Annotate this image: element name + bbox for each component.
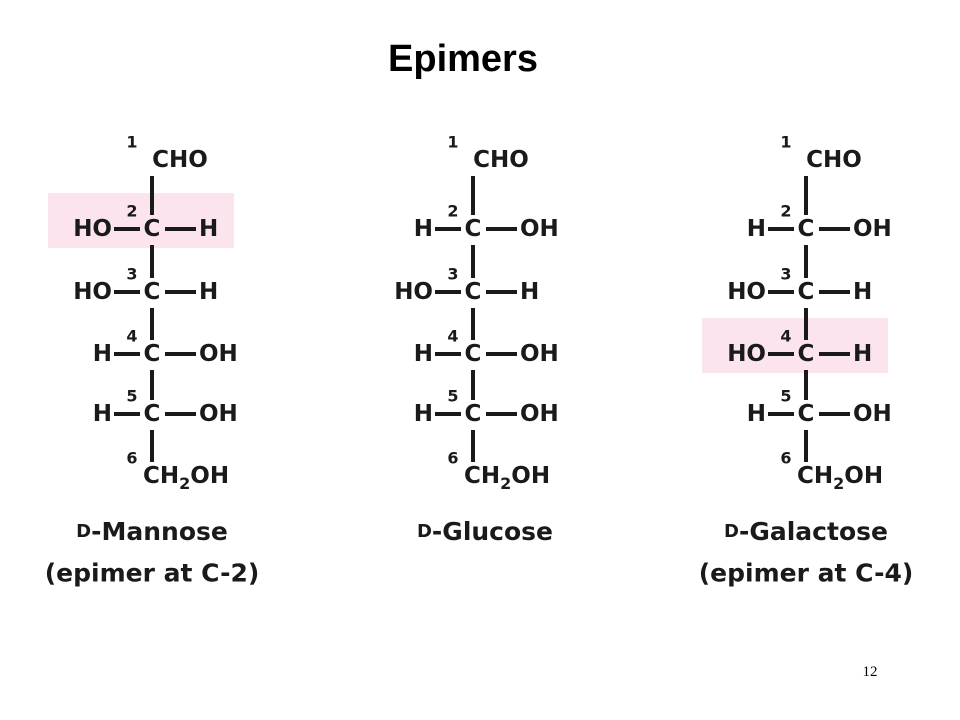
carbon-number: 5: [780, 387, 791, 406]
left-substituent: H: [93, 341, 112, 367]
carbon-number: 2: [780, 202, 791, 221]
left-substituent: H: [414, 341, 433, 367]
carbon-number: 3: [447, 265, 458, 284]
carbon-number: 3: [126, 265, 137, 284]
epimer-highlight: [48, 193, 234, 248]
carbon-number: 2: [126, 202, 137, 221]
carbon-atom: C: [144, 216, 161, 242]
carbon-atom: C: [144, 401, 161, 427]
carbon-atom: C: [798, 216, 815, 242]
right-substituent: OH: [853, 216, 892, 242]
carbon-number: 4: [447, 327, 458, 346]
carbon-atom: C: [144, 341, 161, 367]
epimer-highlight: [702, 318, 888, 373]
carbon-number: 6: [447, 449, 458, 468]
carbon-number: 4: [126, 327, 137, 346]
molecule-name: D-Mannose: [76, 517, 228, 546]
left-substituent: H: [414, 216, 433, 242]
left-substituent: H: [747, 401, 766, 427]
c1-group: CHO: [806, 147, 862, 173]
carbon-atom: C: [798, 279, 815, 305]
right-substituent: H: [853, 341, 872, 367]
molecule-name-prefix: D: [417, 521, 432, 542]
c1-group: CHO: [473, 147, 529, 173]
right-substituent: OH: [520, 341, 559, 367]
right-substituent: OH: [199, 341, 238, 367]
c6-group-tail: OH: [511, 463, 550, 489]
c6-group-main: CH: [464, 463, 500, 489]
left-substituent: H: [93, 401, 112, 427]
carbon-number: 2: [447, 202, 458, 221]
right-substituent: OH: [520, 216, 559, 242]
molecule-name-text: -Galactose: [739, 517, 888, 546]
c6-group: CH2OH: [143, 463, 229, 493]
carbon-number: 5: [447, 387, 458, 406]
carbon-atom: C: [798, 401, 815, 427]
left-substituent: H: [414, 401, 433, 427]
carbon-atom: C: [465, 401, 482, 427]
left-substituent: HO: [73, 216, 112, 242]
right-substituent: H: [853, 279, 872, 305]
molecule-name-text: -Glucose: [432, 517, 553, 546]
c6-group-subscript: 2: [500, 474, 511, 493]
slide-title: Epimers: [388, 38, 538, 80]
molecule-subtitle: (epimer at C-2): [45, 559, 260, 588]
molecule-name-text: -Mannose: [91, 517, 228, 546]
carbon-number: 6: [126, 449, 137, 468]
right-substituent: OH: [520, 401, 559, 427]
carbon-number: 1: [126, 133, 137, 152]
c1-group: CHO: [152, 147, 208, 173]
carbon-atom: C: [144, 279, 161, 305]
carbon-atom: C: [798, 341, 815, 367]
page-number: 12: [862, 664, 878, 680]
c6-group-main: CH: [143, 463, 179, 489]
c6-group: CH2OH: [797, 463, 883, 493]
c6-group-tail: OH: [190, 463, 229, 489]
left-substituent: HO: [394, 279, 433, 305]
left-substituent: H: [747, 216, 766, 242]
carbon-atom: C: [465, 279, 482, 305]
molecule-subtitle: (epimer at C-4): [699, 559, 914, 588]
molecule-name-prefix: D: [76, 521, 91, 542]
molecule-name: D-Galactose: [724, 517, 888, 546]
right-substituent: H: [199, 279, 218, 305]
c6-group-subscript: 2: [179, 474, 190, 493]
left-substituent: HO: [73, 279, 112, 305]
carbon-atom: C: [465, 216, 482, 242]
molecule-name-prefix: D: [724, 521, 739, 542]
right-substituent: OH: [199, 401, 238, 427]
carbon-number: 1: [780, 133, 791, 152]
left-substituent: HO: [727, 341, 766, 367]
c6-group-tail: OH: [844, 463, 883, 489]
carbon-number: 1: [447, 133, 458, 152]
c6-group-subscript: 2: [833, 474, 844, 493]
c6-group-main: CH: [797, 463, 833, 489]
carbon-atom: C: [465, 341, 482, 367]
carbon-number: 6: [780, 449, 791, 468]
right-substituent: H: [199, 216, 218, 242]
c6-group: CH2OH: [464, 463, 550, 493]
right-substituent: H: [520, 279, 539, 305]
left-substituent: HO: [727, 279, 766, 305]
carbon-number: 5: [126, 387, 137, 406]
carbon-number: 3: [780, 265, 791, 284]
right-substituent: OH: [853, 401, 892, 427]
carbon-number: 4: [780, 327, 791, 346]
molecule-name: D-Glucose: [417, 517, 553, 546]
